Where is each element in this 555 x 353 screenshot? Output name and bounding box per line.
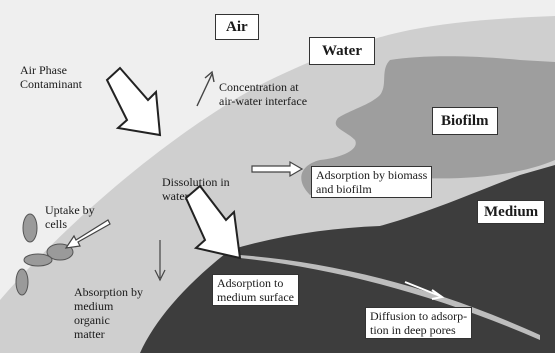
- adsorption-biomass-label: Adsorption by biomass and biofilm: [311, 166, 432, 198]
- cell: [16, 269, 28, 295]
- biofilm-label: Biofilm: [432, 107, 498, 135]
- absorption-medium-label: Absorption by medium organic matter: [74, 285, 143, 341]
- air-label: Air: [215, 14, 259, 40]
- uptake-label: Uptake by cells: [45, 203, 95, 231]
- adsorption-surface-label: Adsorption to medium surface: [212, 274, 299, 306]
- concentration-arrow: [197, 72, 214, 106]
- cell: [24, 254, 52, 266]
- diffusion-label: Diffusion to adsorp- tion in deep pores: [365, 307, 472, 339]
- concentration-label: Concentration at air-water interface: [219, 80, 307, 108]
- dissolution-arrow: [107, 68, 160, 135]
- water-label: Water: [309, 37, 375, 65]
- cell: [23, 214, 37, 242]
- air-phase-contaminant-label: Air Phase Contaminant: [20, 63, 82, 91]
- dissolution-label: Dissolution in water: [162, 175, 230, 203]
- medium-label: Medium: [477, 200, 545, 224]
